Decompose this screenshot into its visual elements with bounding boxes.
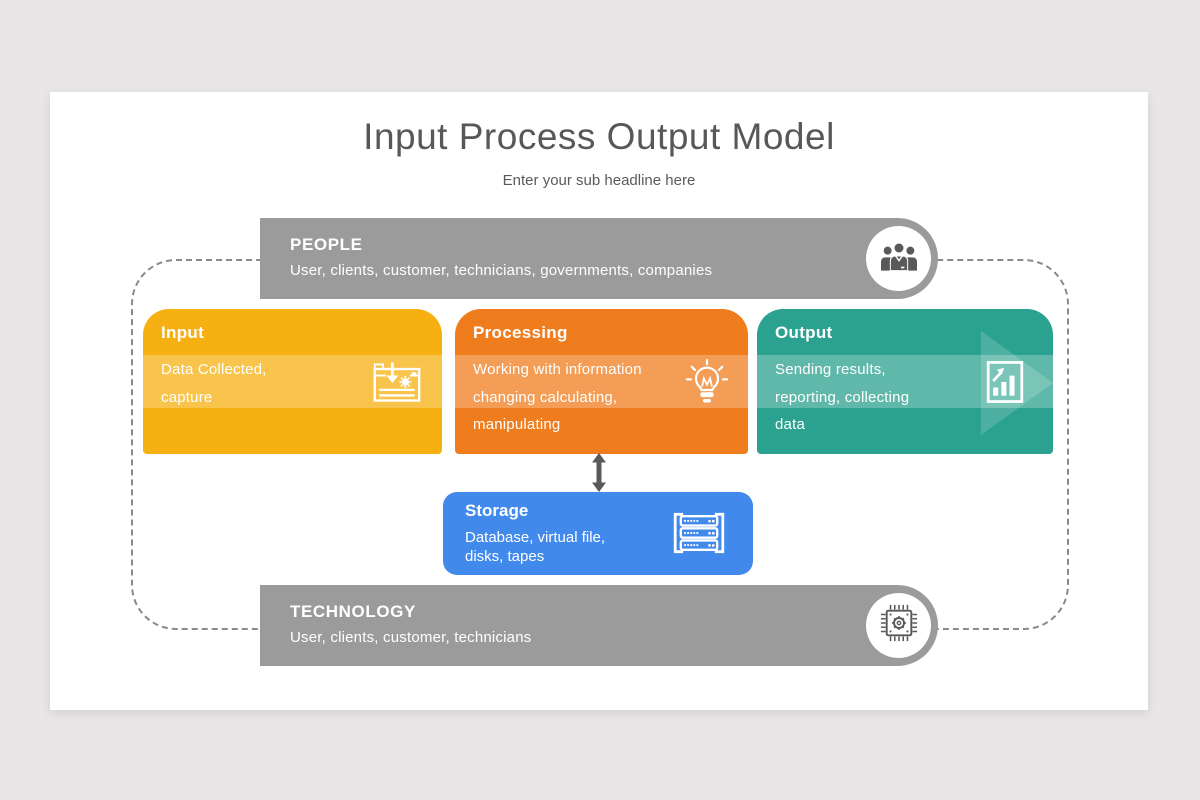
output-box-title: Output	[775, 323, 833, 342]
storage-box-title: Storage	[465, 501, 529, 520]
bar-chart-icon	[985, 359, 1025, 410]
people-bar-title: PEOPLE	[290, 235, 363, 254]
microchip-icon	[879, 603, 919, 648]
output-box: Output Sending results, reporting, colle…	[757, 309, 1053, 454]
processing-box-title: Processing	[473, 323, 568, 342]
storage-box-description: Database, virtual file, disks, tapes	[465, 529, 606, 565]
people-bar-description: User, clients, customer, technicians, go…	[290, 262, 713, 279]
input-box: Input Data Collected, capture	[143, 309, 442, 454]
processing-box-description: Working with information changing calcul…	[473, 361, 642, 433]
storage-box: Storage Database, virtual file, disks, t…	[443, 492, 753, 575]
input-box-title: Input	[161, 323, 205, 342]
technology-bar-title: TECHNOLOGY	[290, 602, 416, 621]
output-box-description: Sending results, reporting, collecting d…	[775, 361, 910, 433]
technology-bar: TECHNOLOGY User, clients, customer, tech…	[260, 585, 938, 666]
technology-badge	[866, 593, 931, 658]
people-badge	[866, 226, 931, 291]
input-box-description: Data Collected, capture	[161, 361, 267, 406]
download-document-icon	[372, 360, 422, 409]
people-group-icon	[879, 241, 919, 276]
output-box-highlight-band	[757, 355, 1053, 408]
double-arrow-connector	[590, 453, 608, 497]
lightbulb-icon	[682, 357, 732, 412]
people-bar: PEOPLE User, clients, customer, technici…	[260, 218, 938, 299]
slide: Input Process Output Model Enter your su…	[50, 92, 1148, 710]
processing-box: Processing Working with information chan…	[455, 309, 748, 454]
processing-box-highlight-band	[455, 355, 748, 408]
page-subtitle: Enter your sub headline here	[502, 172, 696, 189]
server-rack-icon	[671, 510, 727, 561]
page-title: Input Process Output Model	[363, 116, 835, 157]
technology-bar-description: User, clients, customer, technicians	[290, 629, 532, 646]
